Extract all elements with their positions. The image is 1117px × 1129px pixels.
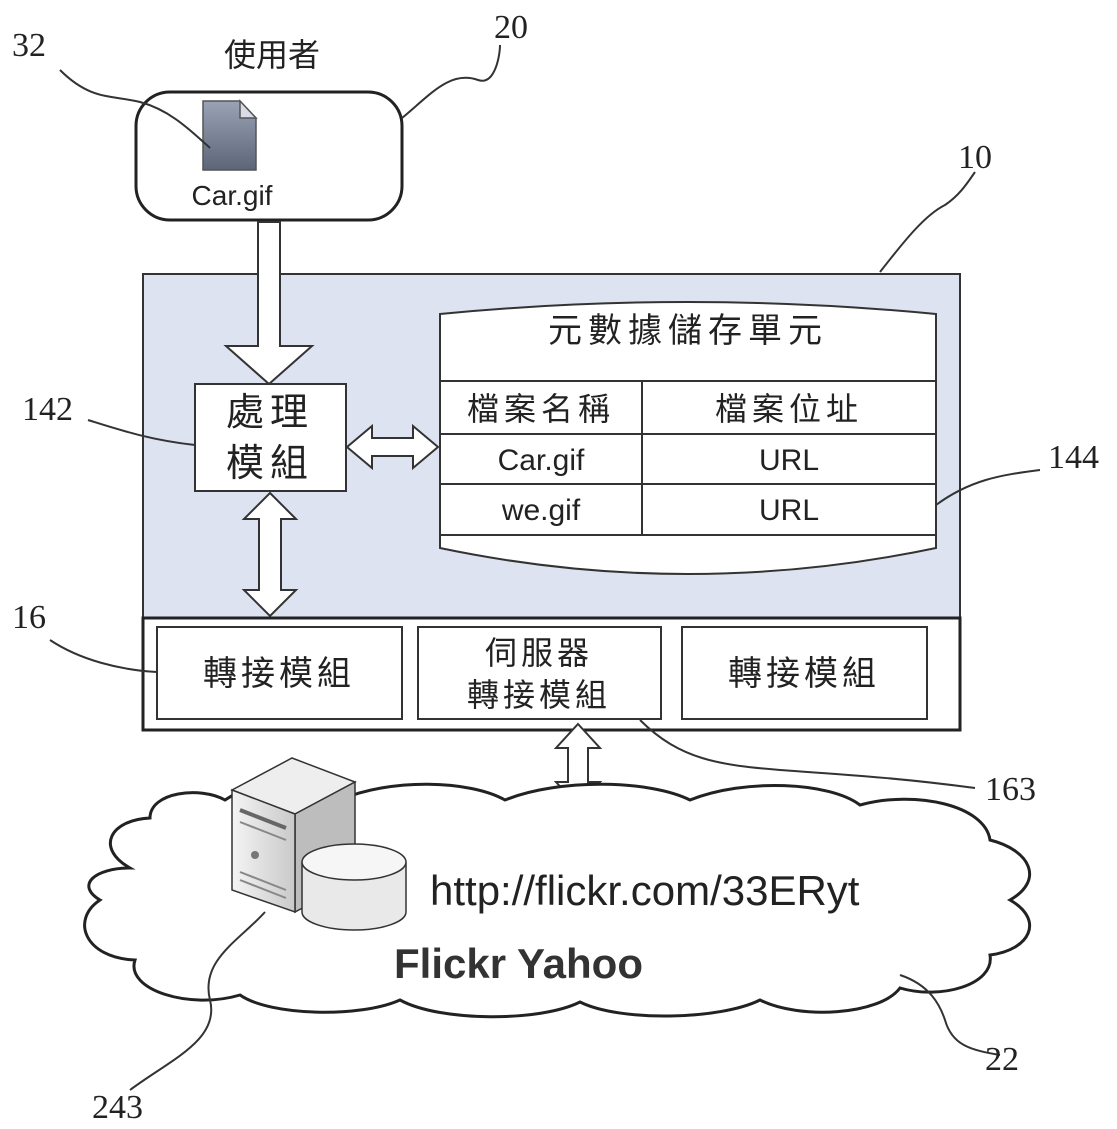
ref-32: 32 xyxy=(12,27,46,64)
reference-leaders xyxy=(49,44,1041,1091)
user-file-name: Car.gif xyxy=(192,180,273,211)
ref-20: 20 xyxy=(494,9,528,46)
metadata-store-cylinder xyxy=(439,301,937,575)
metadata-row-1-name: Car.gif xyxy=(498,444,585,477)
leader-16 xyxy=(49,639,158,673)
metadata-store: 元數據儲存單元 檔案名稱 檔案位址 Car.gif URL we.gif URL xyxy=(439,301,937,575)
metadata-row-2-name: we.gif xyxy=(501,494,581,527)
adapter-right-label: 轉接模組 xyxy=(728,654,880,694)
metadata-col-header-address: 檔案位址 xyxy=(715,390,863,428)
ref-22: 22 xyxy=(985,1041,1019,1078)
leader-20 xyxy=(401,44,501,119)
user-group: 使用者 Car.gif xyxy=(134,36,404,222)
ref-142: 142 xyxy=(22,391,73,428)
ref-16: 16 xyxy=(12,599,46,636)
ref-243: 243 xyxy=(92,1089,143,1126)
cloud-name: Flickr Yahoo xyxy=(394,940,643,987)
user-title: 使用者 xyxy=(224,36,320,74)
metadata-store-title: 元數據儲存單元 xyxy=(548,311,828,351)
leader-32 xyxy=(59,69,211,149)
adapter-right-box xyxy=(681,626,928,720)
ref-10: 10 xyxy=(958,139,992,176)
metadata-row-2-address: URL xyxy=(759,494,819,527)
metadata-table-grid xyxy=(440,380,936,536)
leader-243 xyxy=(129,911,266,1091)
adapter-middle-label-1: 伺服器 xyxy=(485,634,593,672)
leader-22 xyxy=(899,974,1001,1056)
processing-module-label-2: 模組 xyxy=(226,441,314,485)
cloud-group: http://flickr.com/33ERyt Flickr Yahoo xyxy=(83,757,1032,1019)
adapter-link-arrow xyxy=(241,491,299,618)
ref-144: 144 xyxy=(1048,439,1099,476)
adapter-left-label: 轉接模組 xyxy=(203,654,355,694)
store-link-arrow xyxy=(345,423,440,471)
metadata-col-header-name: 檔案名稱 xyxy=(467,390,615,428)
leader-144 xyxy=(935,469,1041,506)
metadata-row-1-address: URL xyxy=(759,444,819,477)
leader-10 xyxy=(879,171,976,273)
leader-142 xyxy=(87,419,196,446)
system-group: 處理 模組 元數據儲存單元 檔案名稱 檔案位址 Car.gif URL we.g… xyxy=(141,221,962,732)
processing-module-box xyxy=(194,383,347,492)
processing-module-label-1: 處理 xyxy=(226,390,314,434)
adapter-middle-label-2: 轉接模組 xyxy=(467,676,611,714)
adapter-left-box xyxy=(156,626,403,720)
cloud-url: http://flickr.com/33ERyt xyxy=(430,867,860,914)
ref-163: 163 xyxy=(985,771,1036,808)
document-icon xyxy=(202,99,258,171)
upload-arrow xyxy=(223,221,315,386)
database-icon xyxy=(301,843,407,931)
adapter-middle-box xyxy=(417,626,662,720)
reference-numbers: 32 20 10 142 144 16 163 243 22 xyxy=(12,9,1099,1126)
leader-163 xyxy=(639,719,976,789)
